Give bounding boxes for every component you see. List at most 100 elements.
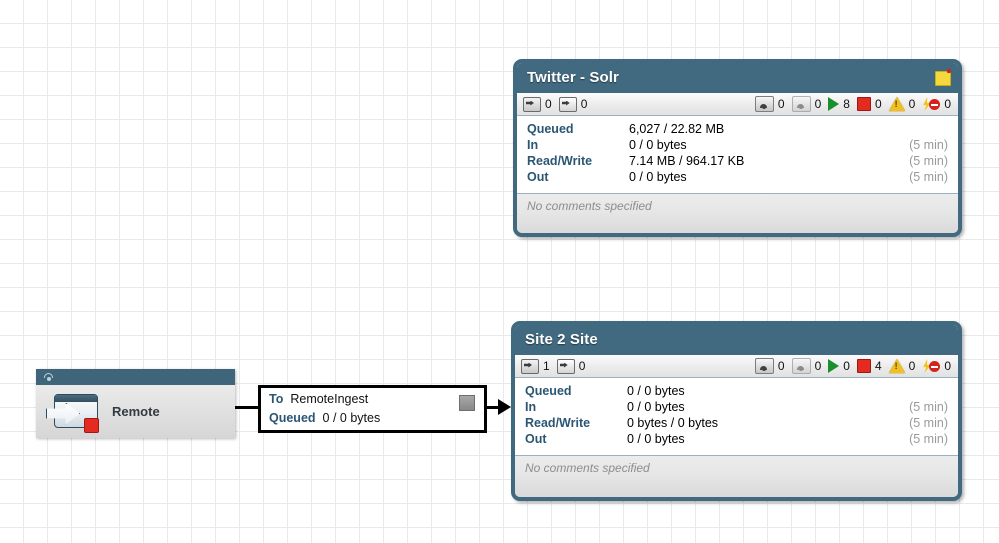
process-group-twitter-solr[interactable]: Twitter - Solr 0 0 0 0 8 bbox=[513, 59, 962, 237]
transmitting-count: 0 bbox=[777, 359, 785, 373]
not-transmitting-count: 0 bbox=[814, 97, 822, 111]
warning-icon bbox=[888, 359, 905, 373]
disabled-count: 0 bbox=[944, 97, 951, 111]
transmitting-count: 0 bbox=[777, 97, 785, 111]
connection-destination-value: RemoteIngest bbox=[290, 392, 369, 406]
connection-flag-icon bbox=[459, 395, 475, 411]
remote-process-group[interactable]: Remote bbox=[36, 369, 235, 438]
stopped-stat[interactable]: 4 bbox=[856, 359, 889, 373]
detail-age: (5 min) bbox=[909, 154, 948, 168]
detail-age: (5 min) bbox=[909, 138, 948, 152]
detail-label: Read/Write bbox=[525, 416, 591, 430]
stopped-icon bbox=[856, 359, 871, 373]
detail-age: (5 min) bbox=[909, 416, 948, 430]
detail-row-queued: Queued 0 / 0 bytes bbox=[525, 384, 948, 400]
comments-text: No comments specified bbox=[525, 461, 650, 475]
connection-destination-row: To RemoteIngest bbox=[269, 392, 476, 411]
invalid-count: 0 bbox=[908, 359, 916, 373]
transmitting-stat[interactable]: 0 bbox=[754, 358, 792, 374]
detail-value: 0 / 0 bytes bbox=[627, 384, 685, 398]
output-port-icon bbox=[558, 96, 577, 112]
detail-label: Queued bbox=[525, 384, 572, 398]
running-stat[interactable]: 0 bbox=[828, 359, 857, 373]
connection-queued-label: Queued bbox=[269, 411, 316, 425]
invalid-stat[interactable]: 0 bbox=[888, 359, 923, 373]
detail-value: 0 / 0 bytes bbox=[627, 400, 685, 414]
transmitting-antenna-icon bbox=[43, 372, 55, 382]
not-transmitting-count: 0 bbox=[814, 359, 822, 373]
detail-label: Out bbox=[525, 432, 547, 446]
input-port-stat[interactable]: 0 bbox=[523, 96, 559, 112]
output-port-stat[interactable]: 0 bbox=[556, 358, 593, 374]
detail-value: 0 / 0 bytes bbox=[629, 138, 687, 152]
transmitting-icon bbox=[754, 96, 774, 112]
connection-line-right[interactable] bbox=[484, 406, 504, 409]
detail-age: (5 min) bbox=[909, 432, 948, 446]
process-group-details: Queued 6,027 / 22.82 MB In 0 / 0 bytes (… bbox=[517, 116, 958, 193]
running-icon bbox=[828, 359, 840, 373]
input-port-count: 1 bbox=[543, 359, 550, 373]
not-transmitting-stat[interactable]: 0 bbox=[791, 358, 829, 374]
output-port-stat[interactable]: 0 bbox=[558, 96, 595, 112]
not-transmitting-stat[interactable]: 0 bbox=[791, 96, 829, 112]
detail-row-in: In 0 / 0 bytes (5 min) bbox=[527, 138, 948, 154]
process-group-title: Site 2 Site bbox=[525, 331, 598, 348]
process-group-title: Twitter - Solr bbox=[527, 69, 619, 86]
detail-row-queued: Queued 6,027 / 22.82 MB bbox=[527, 122, 948, 138]
remote-process-group-body: Remote bbox=[36, 385, 235, 438]
running-stat[interactable]: 8 bbox=[828, 97, 857, 111]
input-port-stat[interactable]: 1 bbox=[521, 358, 557, 374]
transmitting-stat[interactable]: 0 bbox=[754, 96, 792, 112]
connection-label[interactable]: To RemoteIngest Queued 0 / 0 bytes bbox=[258, 385, 487, 433]
detail-row-out: Out 0 / 0 bytes (5 min) bbox=[527, 170, 948, 186]
running-count: 0 bbox=[843, 359, 850, 373]
disabled-stat[interactable]: 0 bbox=[922, 359, 951, 373]
connection-queued-value: 0 / 0 bytes bbox=[322, 411, 381, 425]
detail-label: Read/Write bbox=[527, 154, 593, 168]
connection-queued-row: Queued 0 / 0 bytes bbox=[269, 411, 476, 430]
disabled-stat[interactable]: 0 bbox=[922, 97, 951, 111]
detail-label: Out bbox=[527, 170, 549, 184]
output-port-icon bbox=[556, 358, 575, 374]
detail-value: 0 / 0 bytes bbox=[629, 170, 687, 184]
process-group-header: Twitter - Solr bbox=[517, 63, 958, 93]
running-icon bbox=[828, 97, 840, 111]
stopped-icon bbox=[856, 97, 871, 111]
input-port-icon bbox=[523, 96, 541, 112]
invalid-stat[interactable]: 0 bbox=[888, 97, 923, 111]
process-group-comments: No comments specified bbox=[515, 455, 958, 497]
process-group-details: Queued 0 / 0 bytes In 0 / 0 bytes (5 min… bbox=[515, 378, 958, 455]
output-port-count: 0 bbox=[578, 359, 586, 373]
detail-row-out: Out 0 / 0 bytes (5 min) bbox=[525, 432, 948, 448]
detail-value: 0 bytes / 0 bytes bbox=[627, 416, 719, 430]
warning-icon bbox=[888, 97, 905, 111]
process-group-status-bar: 0 0 0 0 8 0 bbox=[517, 93, 958, 116]
comments-text: No comments specified bbox=[527, 199, 652, 213]
invalid-count: 0 bbox=[908, 97, 916, 111]
detail-age: (5 min) bbox=[909, 170, 948, 184]
detail-row-in: In 0 / 0 bytes (5 min) bbox=[525, 400, 948, 416]
transmitting-icon bbox=[754, 358, 774, 374]
detail-age: (5 min) bbox=[909, 400, 948, 414]
detail-value: 7.14 MB / 964.17 KB bbox=[629, 154, 745, 168]
not-transmitting-icon bbox=[791, 96, 811, 112]
detail-row-readwrite: Read/Write 0 bytes / 0 bytes (5 min) bbox=[525, 416, 948, 432]
not-transmitting-icon bbox=[791, 358, 811, 374]
stopped-count: 4 bbox=[874, 359, 882, 373]
sticky-note-icon[interactable] bbox=[935, 69, 951, 86]
remote-process-group-header bbox=[36, 369, 235, 385]
remote-process-group-name: Remote bbox=[112, 404, 160, 419]
stopped-stat[interactable]: 0 bbox=[856, 97, 889, 111]
detail-value: 0 / 0 bytes bbox=[627, 432, 685, 446]
remote-input-port-icon bbox=[46, 392, 100, 433]
disabled-icon bbox=[922, 97, 941, 111]
process-group-status-bar: 1 0 0 0 0 4 bbox=[515, 355, 958, 378]
detail-value: 6,027 / 22.82 MB bbox=[629, 122, 725, 136]
connection-line-left[interactable] bbox=[235, 406, 261, 409]
output-port-count: 0 bbox=[580, 97, 588, 111]
detail-row-readwrite: Read/Write 7.14 MB / 964.17 KB (5 min) bbox=[527, 154, 948, 170]
stopped-icon bbox=[84, 417, 99, 433]
process-group-site-2-site[interactable]: Site 2 Site 1 0 0 0 0 bbox=[511, 321, 962, 501]
connection-arrow-icon bbox=[498, 399, 511, 415]
